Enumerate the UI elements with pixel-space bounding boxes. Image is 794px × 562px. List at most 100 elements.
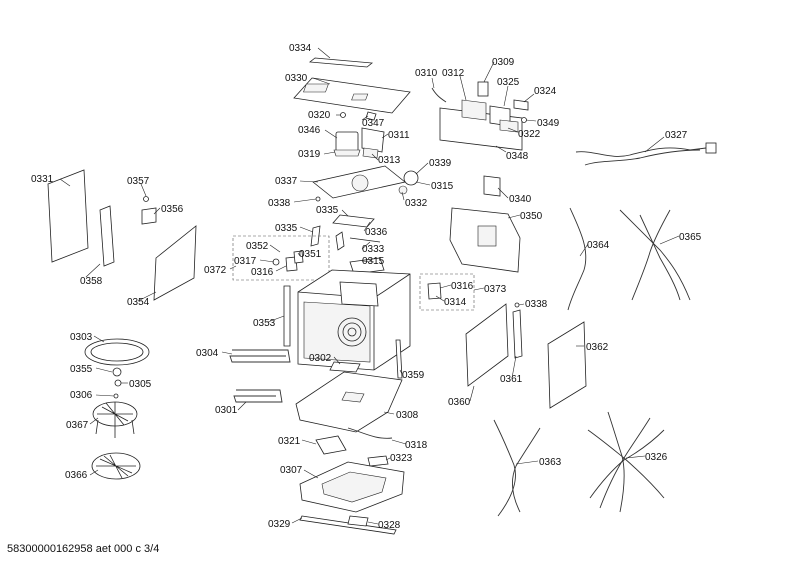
part-0311-relay (361, 127, 385, 153)
part-cavity-magnetron (339, 281, 379, 307)
label-0360: 0360 (448, 397, 471, 408)
label-0307: 0307 (280, 465, 303, 476)
part-0361-bracket (512, 309, 523, 359)
label-0308: 0308 (396, 410, 419, 421)
part-0338-screw-a (315, 196, 321, 202)
label-0327: 0327 (665, 130, 688, 141)
label-0310: 0310 (415, 68, 438, 79)
part-cavity-turntable-b (342, 322, 362, 342)
part-0337-center-hole (351, 174, 369, 192)
part-0327-power-cord-b (584, 149, 701, 166)
document-footer: 58300000162958 aet 000 c 3/4 (7, 543, 159, 555)
part-0365-harness-c (639, 214, 681, 301)
part-0333-rod (349, 237, 381, 243)
label-0313: 0313 (378, 155, 401, 166)
part-0335-rod (335, 231, 345, 251)
leader-lines (59, 47, 680, 525)
part-0338-screw-b (514, 302, 520, 308)
label-0333: 0333 (362, 244, 385, 255)
part-0350-window (477, 225, 497, 247)
part-cavity-turntable-a (337, 317, 367, 347)
label-0355: 0355 (70, 364, 93, 375)
label-0338b: 0338 (525, 299, 548, 310)
part-0308-bottom-plate (295, 371, 403, 433)
part-0321-bracket (315, 435, 347, 455)
part-0362-outer-panel (547, 321, 587, 409)
label-0320: 0320 (308, 110, 331, 121)
part-0327-power-cord (575, 147, 707, 157)
part-0303-turntable-ring (84, 338, 150, 366)
label-0362: 0362 (586, 342, 609, 353)
part-0318-wire (347, 427, 393, 439)
part-0322-board (499, 119, 519, 133)
part-0365-harness-a (619, 209, 691, 301)
label-0349: 0349 (537, 118, 560, 129)
part-0367-rack-grid (97, 402, 133, 426)
part-0331-side-panel (47, 169, 89, 263)
part-0319-motor-base (333, 149, 361, 157)
label-0315b: 0315 (362, 256, 385, 267)
label-0358: 0358 (80, 276, 103, 287)
part-0309-fuse (477, 81, 489, 97)
label-0335b: 0335 (275, 223, 298, 234)
part-0326-harness-c (587, 429, 665, 499)
part-0307-inner (321, 471, 387, 503)
label-0367: 0367 (66, 420, 89, 431)
part-0303-ring-inner (90, 342, 144, 362)
part-0308-window (341, 391, 365, 403)
part-0326-harness-b (599, 417, 651, 509)
label-0350: 0350 (520, 211, 543, 222)
part-0354-panel (153, 225, 197, 301)
label-0319: 0319 (298, 149, 321, 160)
label-0365: 0365 (679, 232, 702, 243)
part-0330-cutout-b (351, 93, 369, 101)
label-0324: 0324 (534, 86, 557, 97)
part-cavity-turntable-c (347, 327, 357, 337)
label-0336: 0336 (365, 227, 388, 238)
part-0353-bar (283, 285, 291, 347)
part-0365-harness-b (631, 209, 671, 301)
part-0332-fan-hub (398, 185, 408, 195)
label-0353: 0353 (253, 318, 276, 329)
part-0356-clip (141, 207, 157, 225)
group-0372-box (232, 235, 330, 281)
label-0306: 0306 (70, 390, 93, 401)
label-0311: 0311 (388, 130, 410, 141)
label-0326: 0326 (645, 452, 668, 463)
label-0325: 0325 (497, 77, 520, 88)
part-0346-motor (335, 131, 359, 153)
part-labels: 0334 0330 0310 0312 0309 0325 0324 0349 … (31, 43, 702, 531)
part-0355-coupler (112, 367, 122, 377)
label-0329: 0329 (268, 519, 291, 530)
part-0366-tray-grid (96, 454, 136, 479)
label-0312: 0312 (442, 68, 465, 79)
part-0340-clip (483, 175, 501, 197)
label-0351: 0351 (299, 249, 322, 260)
label-0330: 0330 (285, 73, 308, 84)
label-0302: 0302 (309, 353, 332, 364)
part-shapes (47, 57, 717, 535)
label-0314: 0314 (444, 297, 467, 308)
part-0310-cable (431, 87, 447, 103)
label-0373: 0373 (484, 284, 507, 295)
label-0352: 0352 (246, 241, 269, 252)
part-0316-switch (285, 256, 298, 272)
part-0330-top-cover (293, 77, 411, 114)
part-0324-sensor (513, 99, 529, 111)
label-0317: 0317 (234, 256, 257, 267)
label-0332: 0332 (405, 198, 428, 209)
part-0358-bracket (99, 205, 115, 267)
part-0357-screw (143, 196, 149, 202)
label-0359: 0359 (402, 370, 425, 381)
label-0354: 0354 (127, 297, 150, 308)
part-0349-screw (521, 117, 527, 123)
part-0367-legs (95, 419, 135, 438)
label-0321: 0321 (278, 436, 301, 447)
label-0335a: 0335 (316, 205, 339, 216)
part-0316b-switch (427, 282, 442, 300)
label-0328: 0328 (378, 520, 401, 531)
part-0347-bracket (365, 111, 377, 121)
label-0303: 0303 (70, 332, 93, 343)
label-0361: 0361 (500, 374, 523, 385)
part-0326-harness-d (589, 429, 665, 499)
